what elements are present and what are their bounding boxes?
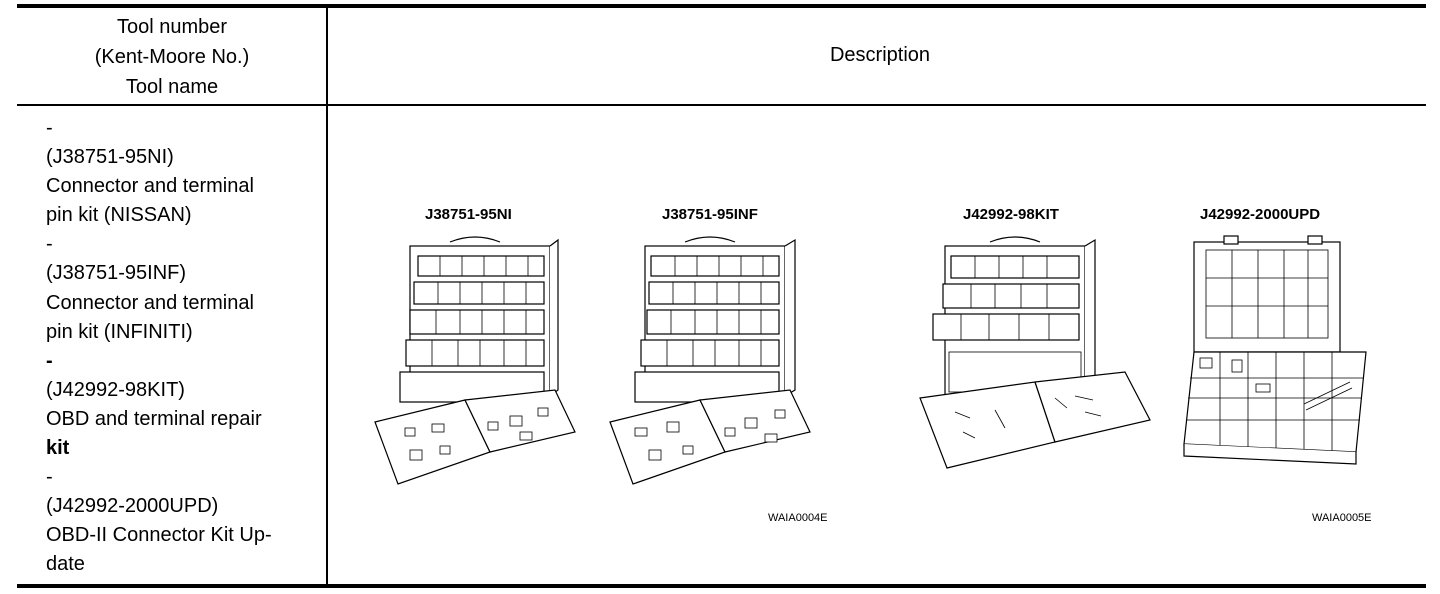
tool-list: - (J38751-95NI) Connector and terminal p… bbox=[46, 114, 322, 580]
table-top-rule bbox=[17, 4, 1426, 8]
figure-label-j38751-95inf: J38751-95INF bbox=[662, 206, 758, 223]
column-divider bbox=[326, 6, 328, 586]
header-line: Tool number bbox=[116, 16, 228, 38]
table-bottom-rule bbox=[17, 584, 1426, 588]
connector-kit-infiniti-illustration bbox=[609, 236, 811, 485]
tool-dash: - bbox=[46, 117, 53, 139]
obd-terminal-repair-kit-illustration bbox=[919, 236, 1151, 469]
figure-label-j42992-98kit: J42992-98KIT bbox=[963, 206, 1059, 223]
table-header-rule bbox=[17, 104, 1426, 106]
tool-name-line: OBD and terminal repair bbox=[46, 407, 262, 430]
header-description: Description bbox=[829, 44, 931, 66]
tool-name-line: date bbox=[46, 553, 85, 576]
header-line: (Kent-Moore No.) bbox=[94, 46, 250, 68]
tool-name-line: Connector and terminal bbox=[46, 175, 254, 198]
tool-name-line: OBD-II Connector Kit Up- bbox=[46, 524, 272, 547]
tool-number: (J38751-95NI) bbox=[46, 146, 174, 169]
header-tool-number: Tool number (Kent-Moore No.) Tool name bbox=[19, 12, 325, 102]
tool-name-line: kit bbox=[46, 437, 70, 460]
tool-number: (J42992-98KIT) bbox=[46, 378, 185, 401]
figure-code: WAIA0004E bbox=[768, 512, 828, 524]
tool-name-line: Connector and terminal bbox=[46, 291, 254, 314]
figure-code: WAIA0005E bbox=[1312, 512, 1372, 524]
obd-ii-connector-kit-update-illustration bbox=[1183, 235, 1367, 465]
tool-name-line: pin kit (NISSAN) bbox=[46, 204, 192, 227]
figure-label-j42992-2000upd: J42992-2000UPD bbox=[1200, 206, 1321, 223]
tool-number: (J42992-2000UPD) bbox=[46, 495, 219, 518]
tool-number: (J38751-95INF) bbox=[46, 262, 187, 285]
tool-dash: - bbox=[46, 349, 53, 372]
header-line: Tool name bbox=[125, 76, 219, 98]
tool-name-line: pin kit (INFINITI) bbox=[46, 320, 193, 343]
figure-label-j38751-95ni: J38751-95NI bbox=[425, 206, 512, 223]
tool-dash: - bbox=[46, 233, 53, 256]
tool-dash: - bbox=[46, 466, 53, 489]
connector-kit-nissan-illustration bbox=[374, 236, 576, 485]
